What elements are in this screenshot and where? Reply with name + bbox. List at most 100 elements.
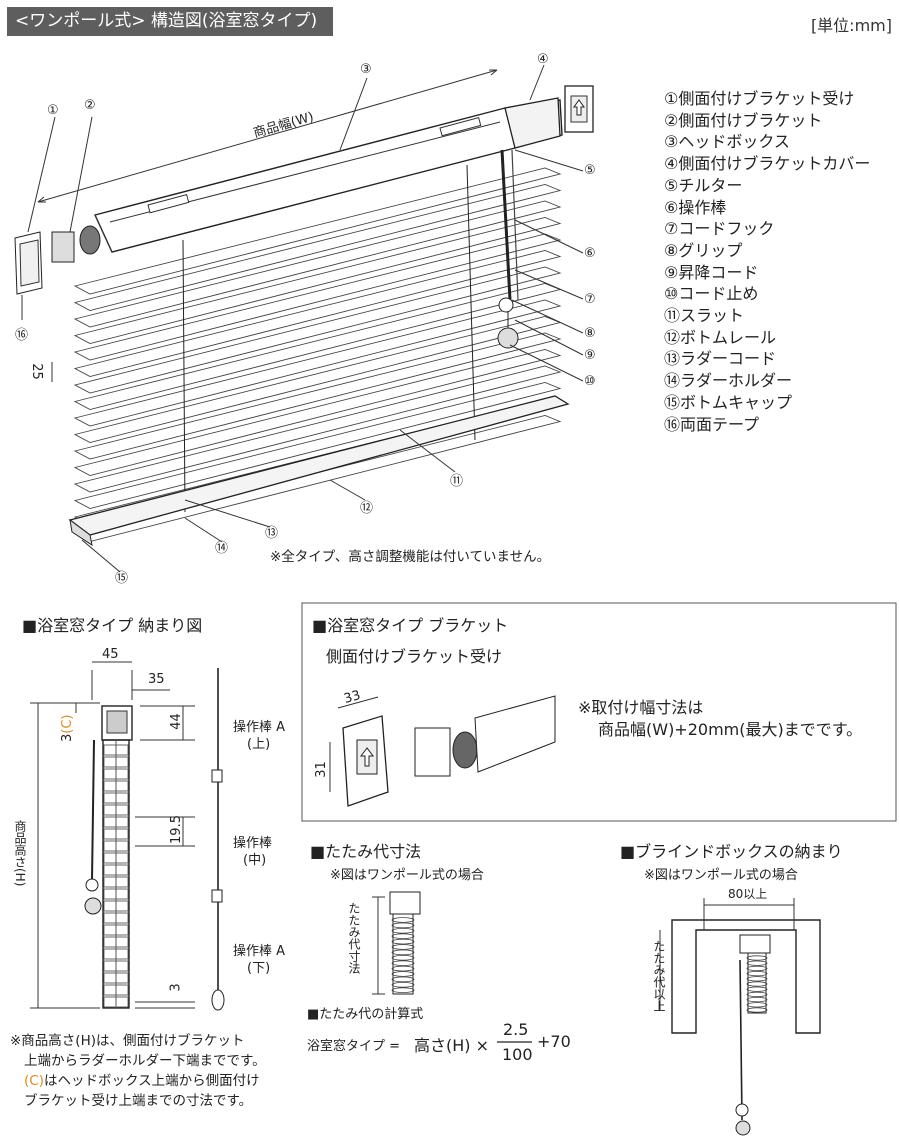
coil-ring [391, 938, 415, 945]
callout-13: ⑬ [265, 526, 279, 541]
slat-segment [103, 960, 129, 972]
rod-a-bottom-name: 操作棒 A [233, 944, 286, 959]
slat-segment [103, 780, 129, 792]
formula-term: 高さ(H) × [414, 1036, 490, 1055]
slat [73, 184, 562, 311]
legend-item: ③ヘッドボックス [664, 132, 790, 152]
callout-2: ② [84, 98, 96, 113]
bracket-subtitle: 側面付けブラケット受け [326, 647, 503, 666]
coil-ring [391, 944, 415, 950]
slat-segment [103, 912, 129, 924]
bracket-note-2: 商品幅(W)+20mm(最大)までです。 [598, 720, 863, 739]
formula-denominator: 100 [502, 1045, 533, 1064]
legend-item: ⑮ボトムキャップ [664, 392, 793, 412]
coil-ring [391, 922, 415, 929]
callout-3: ③ [360, 62, 372, 77]
callout-10: ⑩ [584, 374, 596, 389]
callout-9: ⑨ [584, 348, 596, 363]
structure-note: ※全タイプ、高さ調整機能は付いていません。 [270, 549, 551, 565]
coil-ring [391, 971, 415, 977]
slat-segment [103, 792, 129, 804]
legend-item: ②側面付けブラケット [664, 110, 823, 130]
legend-item: ⑬ラダーコード [664, 349, 777, 369]
coil-ring [391, 976, 415, 983]
dim-c: 3(C) [60, 714, 75, 742]
slat [73, 250, 562, 377]
box-section-sub: ※図はワンポール式の場合 [644, 868, 798, 883]
slat-segment [103, 996, 129, 1008]
fit-note-line: ※商品高さ(H)は、側面付けブラケット [10, 1033, 245, 1049]
formula-plus: +70 [537, 1032, 571, 1051]
formula-numerator: 2.5 [503, 1020, 529, 1039]
stack-section-sub: ※図はワンポール式の場合 [330, 868, 484, 883]
bracket-section-title: ■浴室窓タイプ ブラケット [312, 616, 509, 635]
slat-segment [103, 816, 129, 828]
coil-ring [746, 991, 768, 998]
coil-ring [746, 986, 768, 992]
box-coil [746, 955, 768, 1013]
slat-segment [103, 828, 129, 840]
legend-item: ⑧グリップ [664, 240, 743, 260]
coil-ring [391, 927, 415, 934]
callout-16: ⑯ [15, 328, 29, 343]
slat [73, 200, 562, 328]
formula-prefix: 浴室窓タイプ = [307, 1039, 401, 1054]
coil-ring [391, 960, 415, 966]
stack-section-title: ■たたみ代寸法 [310, 842, 422, 861]
callout-1: ① [47, 103, 59, 118]
box-height-label: たたみ代以上 [652, 940, 666, 1012]
callout-11: ⑪ [450, 474, 464, 489]
rod-mid-pos: (中) [243, 853, 267, 868]
coil-ring [746, 976, 768, 982]
legend-item: ④側面付けブラケットカバー [664, 154, 871, 174]
coil-ring [391, 987, 415, 993]
slat-segment [103, 888, 129, 900]
slat [73, 217, 562, 344]
coil-ring [746, 970, 768, 977]
slat-segment [103, 756, 129, 768]
coil-ring [391, 965, 415, 972]
unit-label: [単位:mm] [810, 16, 892, 35]
box-section-title: ■ブラインドボックスの納まり [620, 842, 843, 861]
coil-ring [746, 981, 768, 987]
fit-notes: ※商品高さ(H)は、側面付けブラケット 上端からラダーホルダー下端までです。 (… [10, 1031, 266, 1111]
slat-segment [103, 948, 129, 960]
stack-coil [391, 917, 415, 993]
rod-mid-name: 操作棒 [233, 836, 273, 851]
slat-segment [103, 744, 129, 756]
slat-segment [103, 984, 129, 996]
stack-dim-label: たたみ代寸法 [347, 902, 361, 974]
box-width-label: 80以上 [728, 887, 768, 901]
slat-segment [103, 768, 129, 780]
slat-segment [103, 864, 129, 876]
slat [73, 332, 562, 460]
bracket-dim-w: 33 [342, 688, 363, 707]
legend-item: ⑩コード止め [664, 284, 759, 304]
slat-segment [103, 852, 129, 864]
callout-15: ⑮ [115, 571, 129, 586]
callout-8: ⑧ [584, 326, 596, 341]
coil-ring [746, 996, 768, 1003]
slat [73, 382, 562, 509]
coil-ring [746, 960, 768, 966]
coil-ring [391, 917, 415, 923]
legend-item: ⑭ラダーホルダー [664, 371, 793, 391]
dim-35: 35 [148, 672, 165, 687]
coil-ring [746, 965, 768, 972]
fit-note-line: ブラケット受け上端までの寸法です。 [24, 1093, 253, 1109]
legend-item: ⑥操作棒 [664, 197, 727, 217]
coil-ring [746, 1002, 768, 1008]
slat-segment [103, 924, 129, 936]
slat [73, 365, 562, 493]
dim-45: 45 [102, 647, 119, 662]
fit-note-line: はヘッドボックス上端から側面付け [43, 1073, 260, 1089]
callout-7: ⑦ [584, 292, 596, 307]
structure-diagram [14, 64, 594, 573]
bracket-note-1: ※取付け幅寸法は [578, 698, 704, 717]
dim-44: 44 [168, 713, 184, 730]
legend-item: ①側面付けブラケット受け [664, 89, 855, 108]
callout-5: ⑤ [584, 163, 596, 178]
callout-12: ⑫ [360, 501, 374, 516]
slat-stack [103, 744, 129, 1008]
slat [73, 299, 562, 427]
